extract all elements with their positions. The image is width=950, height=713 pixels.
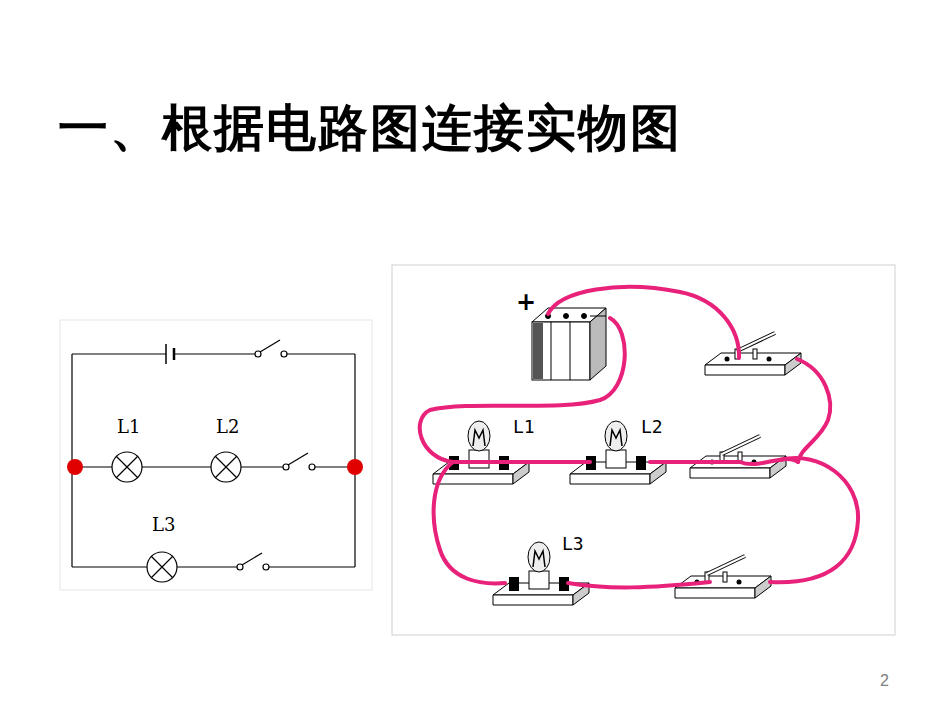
lamp-label: L3 bbox=[152, 516, 175, 534]
slide-title: 一、根据电路图连接实物图 bbox=[58, 103, 682, 153]
page-number: 2 bbox=[880, 673, 889, 689]
polarity-mark: + bbox=[516, 290, 536, 314]
lamp-label: L2 bbox=[216, 418, 239, 436]
lamp-label: L1 bbox=[513, 418, 535, 436]
lamp-label: L1 bbox=[117, 418, 140, 436]
lamp-label: L2 bbox=[641, 418, 663, 436]
lamp-label: L3 bbox=[562, 535, 584, 553]
